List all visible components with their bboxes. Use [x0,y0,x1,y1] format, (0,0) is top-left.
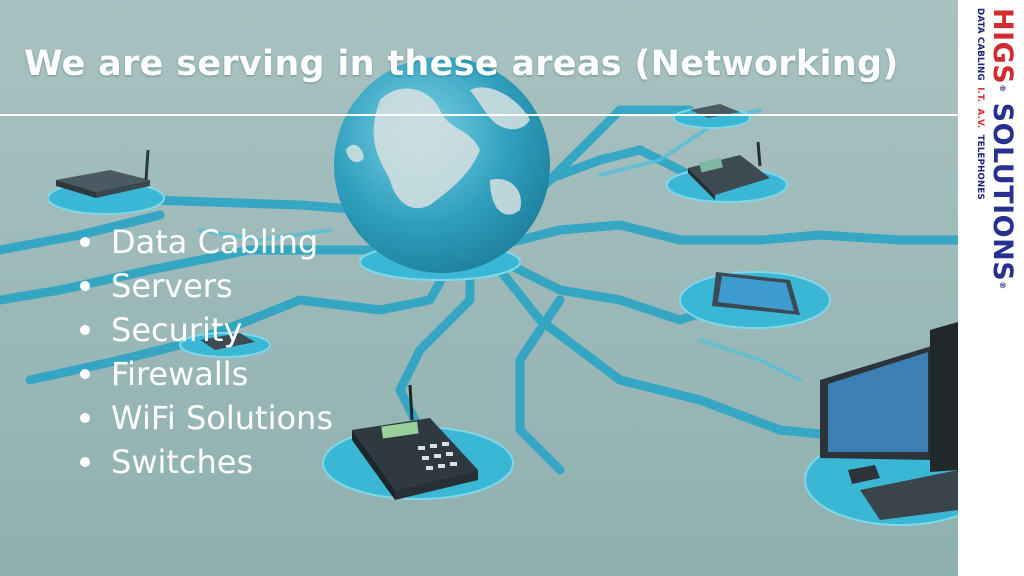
list-item: Security [78,308,333,352]
bullet-icon [80,281,90,291]
list-item-label: Data Cabling [111,223,319,261]
logo-name-part1: HIGS [987,8,1018,85]
list-item: WiFi Solutions [78,396,333,440]
bullet-icon [80,369,90,379]
list-item-label: Security [111,311,243,349]
list-item-label: WiFi Solutions [111,399,333,437]
list-item: Switches [78,440,333,484]
bullet-icon [80,237,90,247]
logo-tagline-item: TELEPHONES [975,134,985,200]
list-item-label: Servers [111,267,233,305]
logo-rotated-text: HIGS® SOLUTIONS® DATA CABLING I.T. A.V. … [975,8,1018,290]
list-item-label: Switches [111,443,254,481]
logo-tagline-item: I.T. [975,87,985,103]
cable-network [0,105,958,475]
title-divider [0,114,958,116]
slide-title: We are serving in these areas (Networkin… [24,44,899,84]
list-item: Firewalls [78,352,333,396]
registered-mark: ® [998,84,1007,93]
logo-name-part2: SOLUTIONS [987,102,1018,282]
service-list: Data Cabling Servers Security Firewalls … [78,220,333,484]
desk-phone-icon [688,141,770,200]
device-icon-small [200,333,255,350]
list-item-label: Firewalls [111,355,249,393]
logo-wordmark: HIGS® SOLUTIONS® [987,8,1018,290]
bullet-icon [80,457,90,467]
bullet-icon [80,325,90,335]
logo-tagline-item: DATA CABLING [975,8,985,81]
list-item: Servers [78,264,333,308]
desk-phone-icon-large [352,384,478,500]
desktop-computer-icon [820,322,958,520]
tablet-icon [712,272,800,315]
bullet-icon [80,413,90,423]
list-item: Data Cabling [78,220,333,264]
globe-icon [334,57,550,273]
logo-tagline: DATA CABLING I.T. A.V. TELEPHONES [975,8,985,290]
company-logo: HIGS® SOLUTIONS® DATA CABLING I.T. A.V. … [958,0,1024,576]
logo-tagline-item: A.V. [975,108,985,129]
network-illustration [0,0,958,576]
router-icon [56,149,150,198]
network-background: We are serving in these areas (Networkin… [0,0,958,576]
registered-mark: ® [998,281,1007,290]
